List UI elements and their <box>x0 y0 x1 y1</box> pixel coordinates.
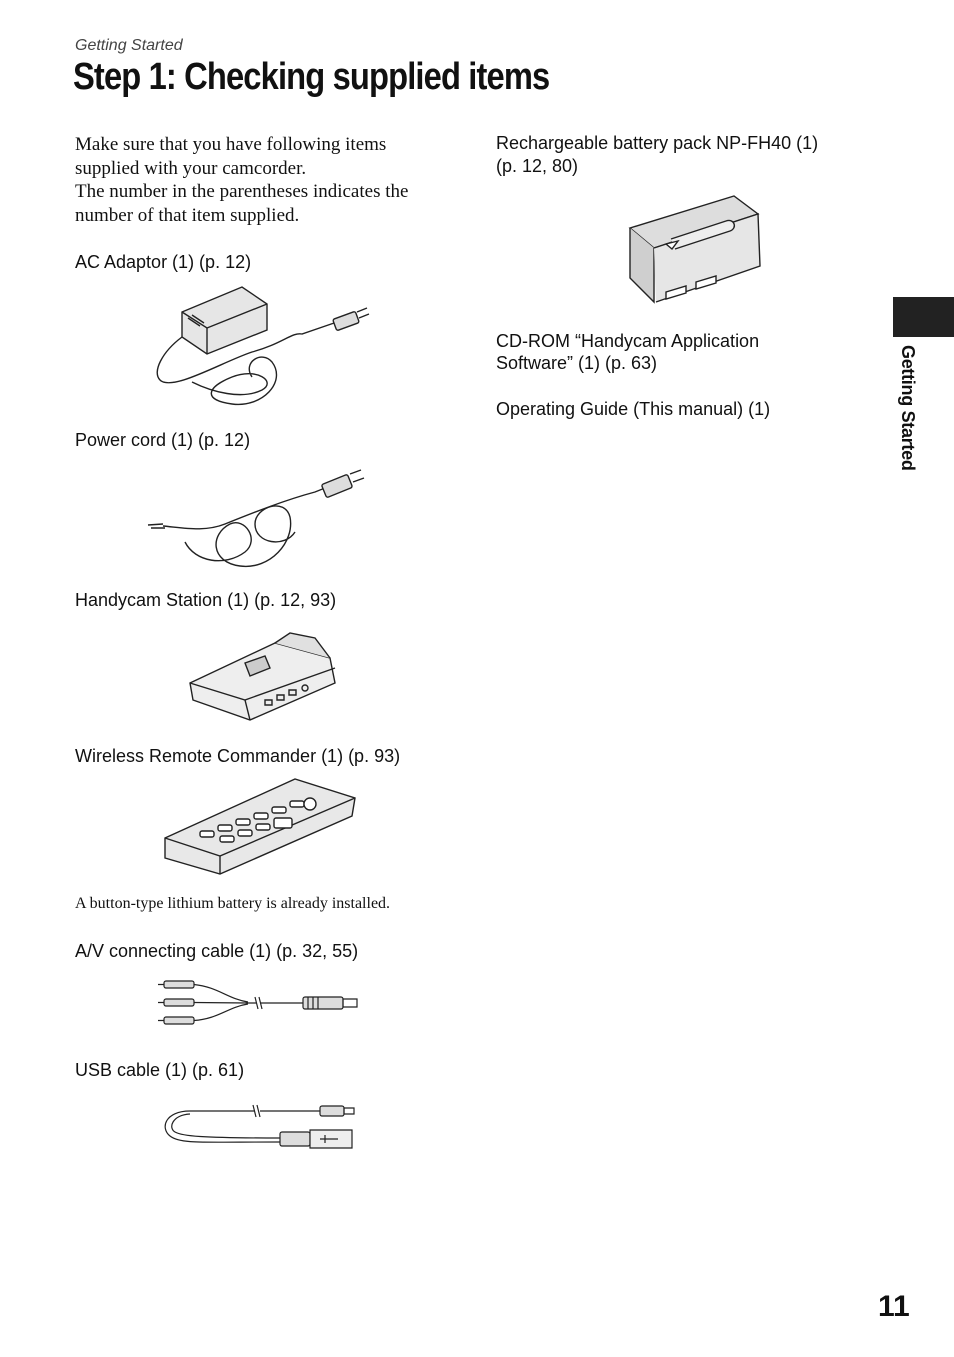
item-label-remote-commander: Wireless Remote Commander (1) (p. 93) <box>75 746 401 766</box>
power-cord-illustration <box>145 462 375 572</box>
item-label-usb-cable: USB cable (1) (p. 61) <box>75 1060 245 1080</box>
item-label-cd-rom-line-1: CD-ROM “Handycam Application <box>496 331 760 351</box>
section-label: Getting Started <box>75 37 183 54</box>
intro-line-2: The number in the parentheses indicates … <box>75 181 409 226</box>
intro-text: Make sure that you have following items … <box>75 133 450 227</box>
ac-adaptor-illustration <box>152 282 377 412</box>
item-label-operating-guide: Operating Guide (This manual) (1) <box>496 399 771 419</box>
side-tab-label-text: Getting Started <box>898 345 918 471</box>
av-cable-illustration <box>158 975 363 1035</box>
item-label-handycam-station: Handycam Station (1) (p. 12, 93) <box>75 590 337 610</box>
usb-cable-illustration <box>160 1098 360 1158</box>
battery-pack-illustration <box>626 194 766 306</box>
handycam-station-illustration <box>185 628 345 723</box>
item-label-battery-pack-line-2: (p. 12, 80) <box>496 156 579 176</box>
item-label-ac-adaptor: AC Adaptor (1) (p. 12) <box>75 252 252 272</box>
remote-battery-note: A button-type lithium battery is already… <box>75 895 391 912</box>
side-tab-label: Getting Started <box>897 345 923 480</box>
page-number: 11 <box>878 1290 910 1323</box>
page-title: Step 1: Checking supplied items <box>73 56 550 98</box>
item-label-power-cord: Power cord (1) (p. 12) <box>75 430 251 450</box>
item-label-cd-rom-line-2: Software” (1) (p. 63) <box>496 353 658 373</box>
item-label-battery-pack-line-1: Rechargeable battery pack NP-FH40 (1) <box>496 133 819 153</box>
side-tab-marker <box>893 297 954 337</box>
intro-line-1: Make sure that you have following items … <box>75 134 387 179</box>
item-label-av-cable: A/V connecting cable (1) (p. 32, 55) <box>75 941 359 961</box>
remote-commander-illustration <box>160 776 360 876</box>
